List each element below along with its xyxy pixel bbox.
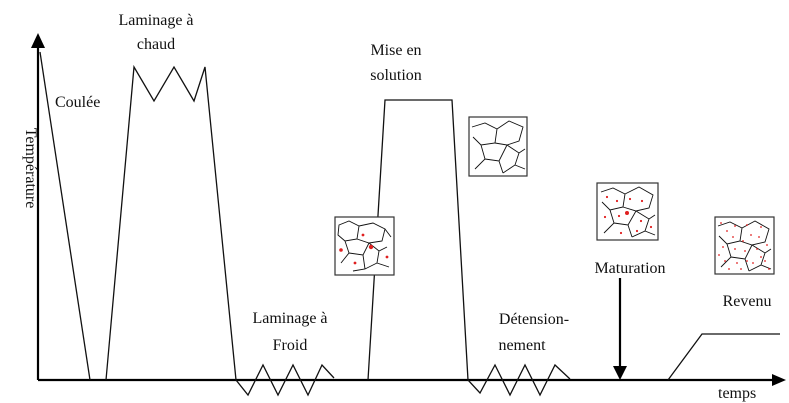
label-detensionnement-line2: nement (498, 337, 546, 354)
y-axis-label: Température (22, 128, 39, 209)
label-laminage-chaud-line1: Laminage à (118, 12, 193, 29)
label-laminage-chaud-line2: chaud (137, 36, 175, 53)
x-axis-label: temps (718, 385, 756, 402)
microstructure-maturation-icon (596, 182, 659, 241)
label-laminage-froid-line1: Laminage à (252, 310, 327, 327)
precipitates-1 (339, 233, 389, 265)
label-coulee: Coulée (55, 94, 100, 111)
label-mise-en-solution-line1: Mise en (370, 42, 421, 59)
revenu-curve (667, 333, 780, 381)
maturation-arrow-head-icon (613, 366, 627, 380)
x-axis-arrow-icon (772, 374, 786, 386)
microstructure-mise-en-solution-icon (468, 116, 528, 177)
precipitates-3 (603, 195, 653, 235)
y-axis-arrow-icon (31, 33, 45, 48)
label-mise-en-solution-line2: solution (370, 67, 422, 84)
label-maturation: Maturation (594, 260, 665, 277)
laminage-chaud-curve (105, 64, 237, 381)
microstructure-laminage-froid-icon (334, 216, 395, 276)
label-detensionnement-line1: Détension- (499, 311, 569, 328)
microstructure-revenu-icon (714, 216, 775, 275)
coulee-curve (39, 51, 91, 381)
label-laminage-froid-line2: Froid (273, 337, 308, 354)
laminage-froid-curve (235, 363, 335, 397)
label-revenu: Revenu (723, 293, 772, 310)
precipitates-4 (718, 222, 770, 270)
detensionnement-curve (467, 363, 571, 397)
